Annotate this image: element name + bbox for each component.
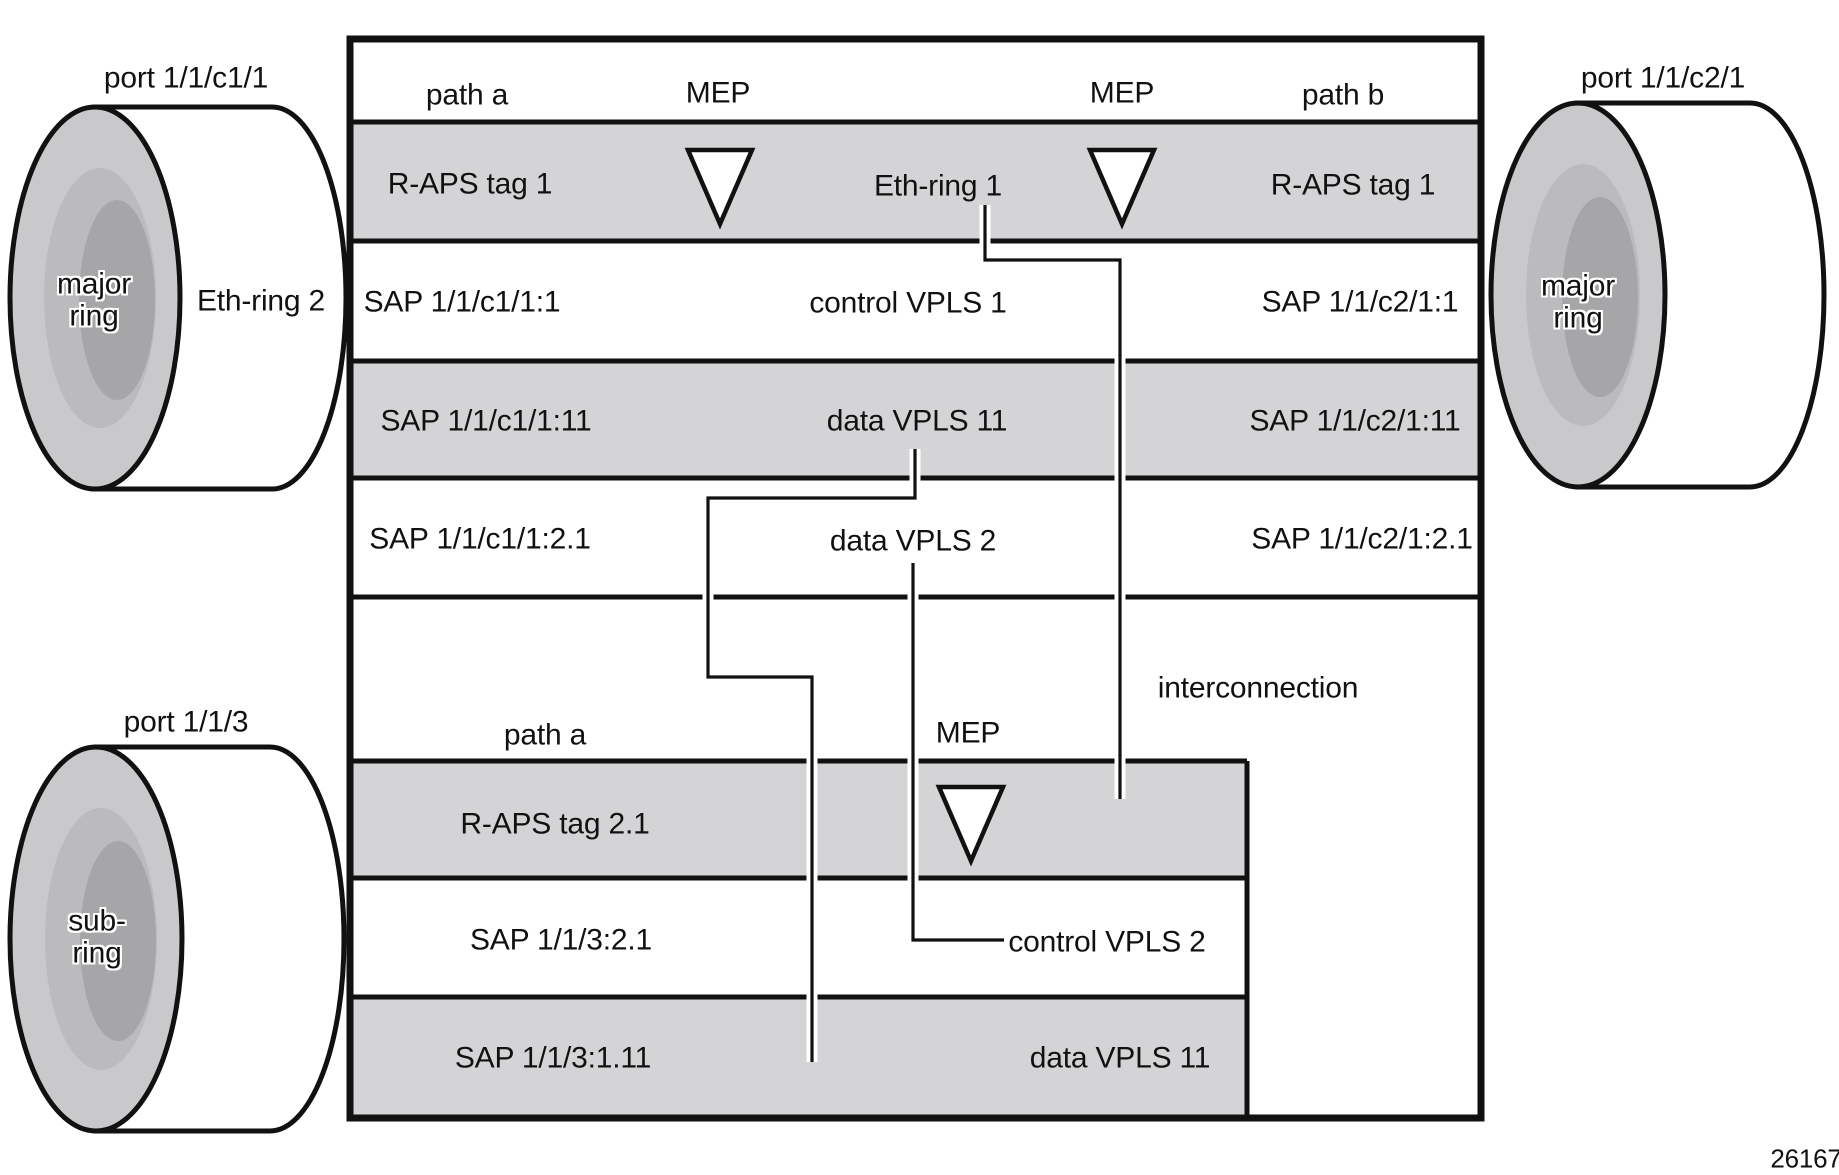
interconnection-label: interconnection xyxy=(1157,671,1359,705)
row-data-vpls11-sub-fill xyxy=(353,997,1247,1115)
port-label-right: port 1/1/c2/1 xyxy=(1580,61,1746,95)
sap-c2-1-label: SAP 1/1/c2/1:1 xyxy=(1261,285,1459,319)
mep-triangle-icon xyxy=(935,784,1007,867)
raps-tag21-label: R-APS tag 2.1 xyxy=(460,807,650,841)
connector-datavpls2-controlvpls2 xyxy=(911,563,1004,942)
path-b-header: path b xyxy=(1301,78,1385,112)
data-vpls11-sub-label: data VPLS 11 xyxy=(1029,1041,1211,1075)
raps-tag1-right: R-APS tag 1 xyxy=(1270,168,1436,202)
row-raps-tag1-fill xyxy=(353,122,1478,241)
connector-ethring1-interconnection xyxy=(983,205,1122,799)
main-ring-border xyxy=(346,35,1485,1122)
eth-ring1-label: Eth-ring 1 xyxy=(873,169,1003,203)
row-raps-tag21-fill xyxy=(353,761,1247,878)
sap-c2-11-label: SAP 1/1/c2/1:11 xyxy=(1249,404,1461,438)
mep-label-left: MEP xyxy=(685,76,751,110)
sap-3-21-label: SAP 1/1/3:2.1 xyxy=(470,923,652,957)
sap-c1-11-label: SAP 1/1/c1/1:11 xyxy=(380,404,592,438)
raps-tag1-left: R-APS tag 1 xyxy=(387,167,553,201)
sap-c2-21-label: SAP 1/1/c2/1:2.1 xyxy=(1251,522,1473,556)
figure-number: 26167 xyxy=(1770,1143,1839,1174)
major-ring-right-cylinder xyxy=(1488,100,1827,490)
major-ring-face-label-right: major ring xyxy=(1540,269,1616,334)
sap-c1-1-label: SAP 1/1/c1/1:1 xyxy=(363,285,561,319)
path-a-sub-header: path a xyxy=(503,718,587,752)
mep-triangles xyxy=(684,147,1158,867)
eth-ring2-label: Eth-ring 2 xyxy=(196,284,326,318)
sap-3-111-label: SAP 1/1/3:1.11 xyxy=(454,1041,652,1075)
major-ring-left-cylinder xyxy=(7,104,349,492)
data-vpls2-label: data VPLS 2 xyxy=(829,524,997,558)
sub-ring-face-label: sub- ring xyxy=(68,904,126,969)
sub-ring-cylinder xyxy=(7,744,347,1134)
mep-triangle-icon xyxy=(684,147,756,230)
mep-label-right: MEP xyxy=(1089,76,1155,110)
port-label-left: port 1/1/c1/1 xyxy=(103,61,269,95)
data-vpls11-label: data VPLS 11 xyxy=(826,404,1008,438)
cylinder-face-inner xyxy=(79,200,155,400)
control-vpls2-label: control VPLS 2 xyxy=(1008,925,1206,959)
connector-halo xyxy=(907,563,1004,946)
mep-label-sub: MEP xyxy=(935,716,1001,750)
cylinder-face-inner xyxy=(1562,197,1638,397)
mep-triangle-icon xyxy=(1086,147,1158,230)
connectors xyxy=(702,205,1126,1062)
cylinder-face-inner xyxy=(80,841,156,1041)
port-label-sub: port 1/1/3 xyxy=(123,705,249,739)
connector-datavpls11-subring xyxy=(706,449,917,1062)
path-a-header: path a xyxy=(425,78,509,112)
major-ring-face-label-left: major ring xyxy=(56,267,132,332)
control-vpls1-label: control VPLS 1 xyxy=(809,286,1007,320)
sap-c1-21-label: SAP 1/1/c1/1:2.1 xyxy=(369,522,591,556)
